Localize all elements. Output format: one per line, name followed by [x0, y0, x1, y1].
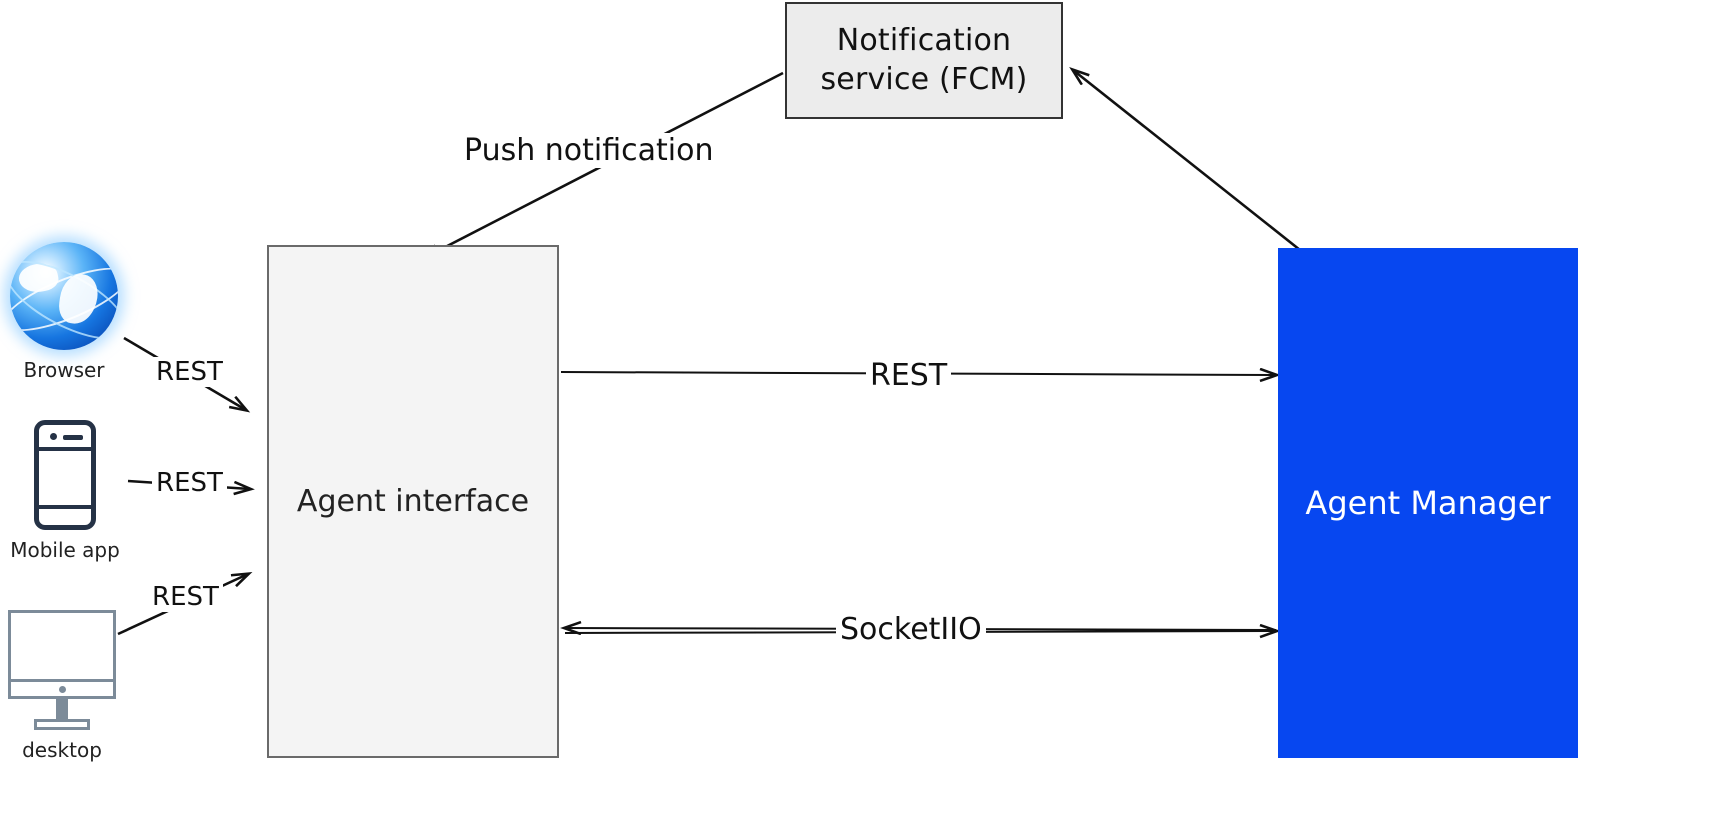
desktop-caption: desktop [22, 738, 102, 762]
edge-label-browser-rest: REST [152, 357, 227, 387]
mobile-phone-icon [34, 420, 96, 530]
edge-label-push-notification: Push notification [460, 133, 718, 168]
client-browser[interactable]: Browser [8, 242, 120, 382]
desktop-monitor-icon [8, 610, 116, 730]
agent-interface-label: Agent interface [296, 484, 530, 519]
browser-caption: Browser [23, 358, 105, 382]
notification-service-label: Notification service (FCM) [820, 23, 1028, 97]
agent-manager-box[interactable]: Agent Manager [1278, 248, 1578, 758]
edge-label-desktop-rest: REST [148, 582, 223, 612]
client-mobile[interactable]: Mobile app [10, 420, 120, 562]
notification-service-box[interactable]: Notification service (FCM) [785, 2, 1063, 119]
client-desktop[interactable]: desktop [6, 610, 118, 762]
agent-interface-box[interactable]: Agent interface [267, 245, 559, 758]
edge-label-mobile-rest: REST [152, 468, 227, 498]
edge-label-socketio: SocketIIO [836, 612, 986, 647]
mobile-caption: Mobile app [10, 538, 120, 562]
edge-manager-to-fcm [1073, 70, 1301, 252]
agent-manager-label: Agent Manager [1305, 484, 1551, 522]
globe-icon [10, 242, 118, 350]
edge-label-middle-rest: REST [866, 358, 952, 393]
